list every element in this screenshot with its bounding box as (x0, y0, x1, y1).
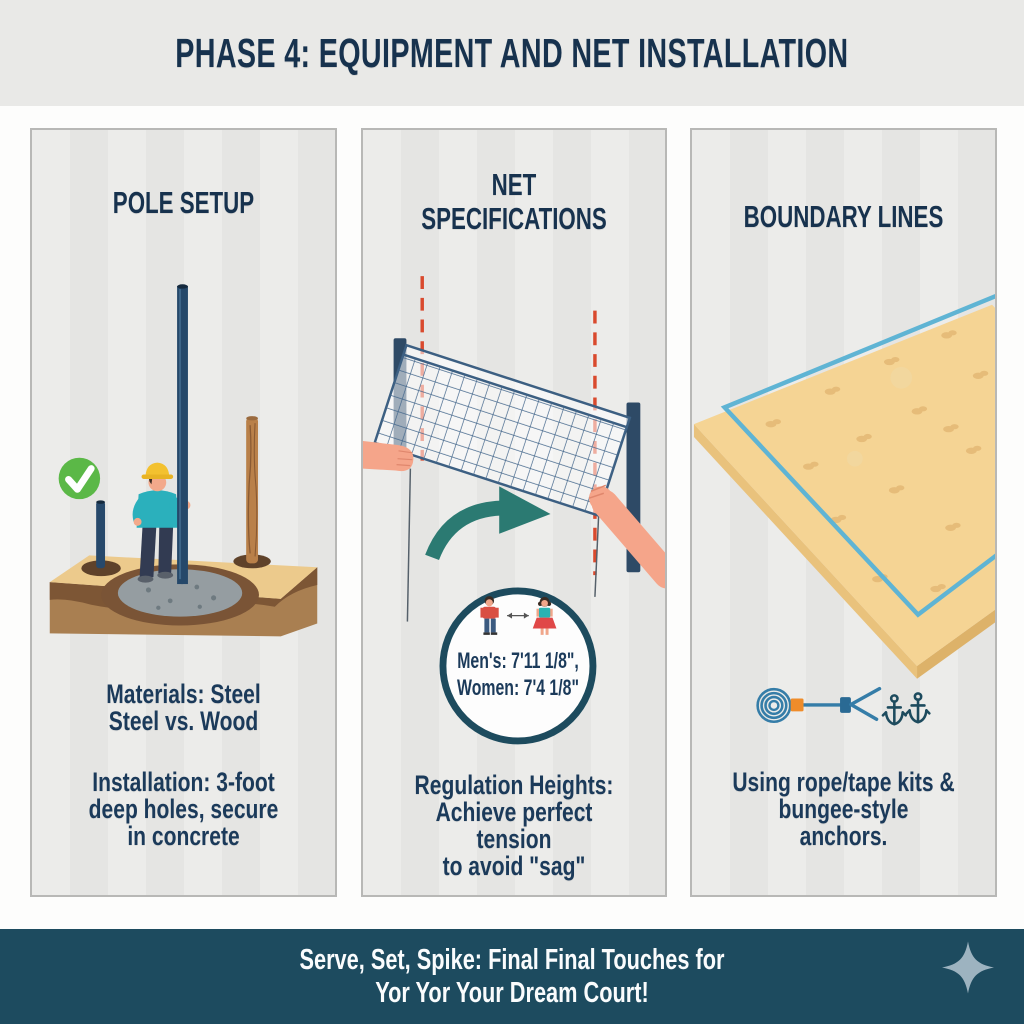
tension-arrow-icon (425, 486, 551, 561)
footer-band: Serve, Set, Spike: Final Final Touches f… (0, 929, 1024, 1024)
panel-title-pole-setup: POLE SETUP (112, 185, 255, 220)
small-steel-pole (96, 500, 106, 569)
net-cord-right (594, 509, 600, 597)
sand-court (693, 304, 995, 679)
sand-speckles (765, 330, 989, 593)
anchor-icons (881, 692, 931, 726)
court-illustration (693, 293, 995, 726)
steel-pole (177, 284, 188, 585)
materials-text: Materials: Steel Steel vs. Wood (106, 679, 261, 736)
volleyball-net (373, 343, 632, 517)
wood-pole (246, 416, 259, 564)
rope-kit-icon (756, 686, 882, 724)
regulation-text: Regulation Heights: Achieve perfect tens… (414, 770, 614, 881)
sparkle-icon (942, 941, 994, 994)
installation-text: Installation: 3-foot deep holes, secure … (88, 767, 279, 851)
boundary-line (720, 293, 995, 618)
panel-pole-setup: POLE SETUP Materials: Steel Steel vs. Wo… (30, 128, 337, 897)
footer-tagline: Serve, Set, Spike: Final Final Touches f… (299, 944, 725, 1009)
pole-setup-illustration (49, 284, 318, 637)
worker-figure (132, 462, 191, 583)
anchors-text: Using rope/tape kits & bungee-style anch… (732, 767, 955, 851)
height-specs-text: Men's: 7'11 1/8", Women: 7'4 1/8" (457, 648, 579, 700)
hand-right (588, 484, 665, 589)
anchor-icon (905, 692, 931, 724)
anchor-icon (881, 694, 907, 726)
panel-boundary-lines: BOUNDARY LINES Using rope/tape kits & bu… (690, 128, 997, 897)
panel-net-specifications: NET SPECIFICATIONS Men's: 7'11 1/8", Wom… (361, 128, 667, 897)
page-title: PHASE 4: EQUIPMENT AND NET INSTALLATION (175, 29, 849, 76)
net-illustration (363, 276, 665, 745)
net-cord-left (406, 468, 412, 622)
hand-left (363, 440, 414, 472)
men-women-figures (480, 596, 557, 635)
panel-title-net-specifications: NET SPECIFICATIONS (421, 167, 607, 236)
check-icon (58, 457, 101, 500)
panel-title-boundary-lines: BOUNDARY LINES (743, 199, 944, 234)
header-band: PHASE 4: EQUIPMENT AND NET INSTALLATION (0, 0, 1024, 106)
